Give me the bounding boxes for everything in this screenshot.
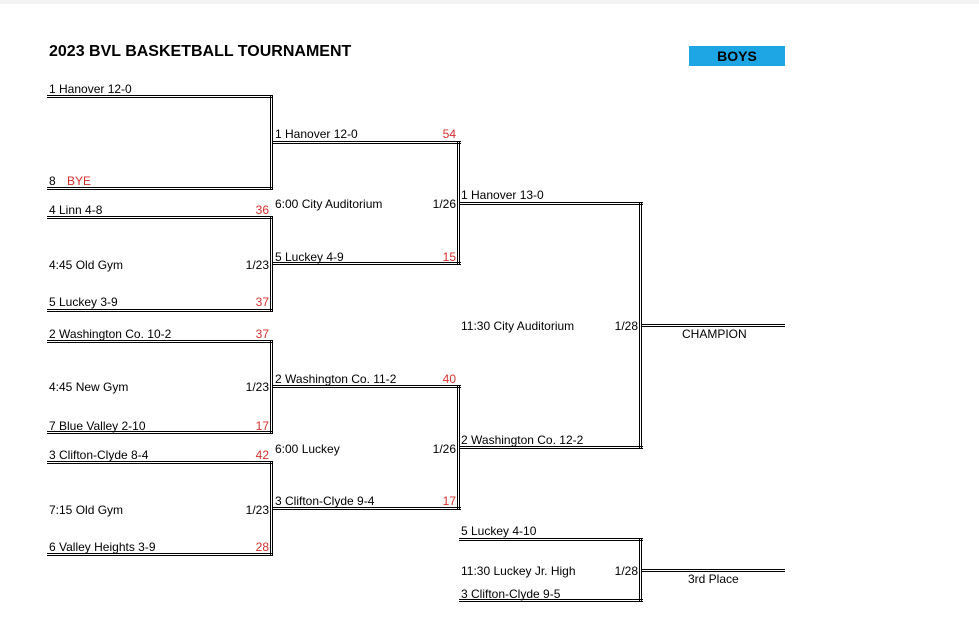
r1-g2-info: 4:45 Old Gym (49, 258, 124, 272)
semi1-top-line (272, 141, 461, 144)
final-connector (639, 202, 642, 448)
third-top-line (459, 538, 643, 541)
semi1-bottom-score: 15 (442, 250, 456, 264)
semi1-bottom-team: 5 Luckey 4-9 (275, 250, 344, 264)
r1-g2-top-score: 36 (255, 203, 269, 217)
final-date: 1/28 (614, 319, 638, 333)
third-place-line (641, 569, 785, 572)
r1-g3-info: 4:45 New Gym (49, 380, 129, 394)
r1-g1-bottom-seed: 8 (49, 174, 56, 188)
r1-g3-top-score: 37 (255, 327, 269, 341)
r1-g2-date: 1/23 (245, 258, 269, 272)
semi1-bottom-line (272, 262, 461, 265)
r1-g2-bottom-line (47, 309, 273, 312)
r1-g1-top-line (47, 95, 273, 98)
third-top-team: 5 Luckey 4-10 (461, 524, 537, 538)
r1-g3-connector (270, 340, 273, 433)
third-date: 1/28 (614, 564, 638, 578)
r1-g4-bottom-score: 28 (255, 540, 269, 554)
final-top-team: 1 Hanover 13-0 (461, 188, 544, 202)
r1-g1-bottom-line (47, 187, 273, 190)
r1-g4-top-line (47, 461, 273, 464)
semi2-bottom-score: 17 (442, 494, 456, 508)
semi2-date: 1/26 (432, 442, 456, 456)
r1-g4-top-score: 42 (255, 448, 269, 462)
r1-g3-bottom-line (47, 431, 273, 434)
semi2-top-team: 2 Washington Co. 11-2 (275, 372, 397, 386)
r1-g3-top-team: 2 Washington Co. 10-2 (49, 327, 172, 341)
final-bottom-team: 2 Washington Co. 12-2 (461, 433, 584, 447)
third-place-label: 3rd Place (688, 572, 739, 586)
semi2-info: 6:00 Luckey (275, 442, 340, 456)
division-badge: BOYS (689, 46, 785, 66)
semi2-connector (457, 385, 460, 509)
r1-g3-top-line (47, 340, 273, 343)
page-title: 2023 BVL BASKETBALL TOURNAMENT (49, 43, 352, 60)
top-band (0, 0, 979, 4)
r1-g2-connector (270, 216, 273, 311)
semi2-bottom-line (272, 507, 461, 510)
r1-g4-top-team: 3 Clifton-Clyde 8-4 (49, 448, 149, 462)
semi2-top-score: 40 (442, 372, 456, 386)
r1-g4-connector (270, 461, 273, 555)
r1-g4-bottom-line (47, 553, 273, 556)
semi2-top-line (272, 385, 461, 388)
semi1-top-score: 54 (442, 127, 456, 141)
r1-g4-bottom-team: 6 Valley Heights 3-9 (49, 540, 156, 554)
semi1-info: 6:00 City Auditorium (275, 197, 383, 211)
third-bottom-line (459, 599, 643, 602)
semi1-top-team: 1 Hanover 12-0 (275, 127, 358, 141)
r1-g1-connector (270, 95, 273, 189)
semi2-bottom-team: 3 Clifton-Clyde 9-4 (275, 494, 375, 508)
third-info: 11:30 Luckey Jr. High (461, 564, 576, 578)
r1-g3-bottom-score: 17 (255, 419, 269, 433)
r1-g1-top-team: 1 Hanover 12-0 (49, 82, 132, 96)
r1-g2-top-team: 4 Linn 4-8 (49, 203, 103, 217)
champion-label: CHAMPION (682, 327, 747, 341)
r1-g1-bye: BYE (67, 174, 92, 188)
r1-g4-date: 1/23 (245, 503, 269, 517)
r1-g3-bottom-team: 7 Blue Valley 2-10 (49, 419, 146, 433)
champion-line (641, 324, 785, 327)
r1-g4-info: 7:15 Old Gym (49, 503, 124, 517)
r1-g2-bottom-team: 5 Luckey 3-9 (49, 295, 118, 309)
final-bottom-line (459, 446, 643, 449)
r1-g2-bottom-score: 37 (255, 295, 269, 309)
r1-g3-date: 1/23 (245, 380, 269, 394)
final-info: 11:30 City Auditorium (461, 319, 575, 333)
r1-g2-top-line (47, 216, 273, 219)
final-top-line (459, 202, 643, 205)
third-bottom-team: 3 Clifton-Clyde 9-5 (461, 587, 561, 601)
semi1-date: 1/26 (432, 197, 456, 211)
